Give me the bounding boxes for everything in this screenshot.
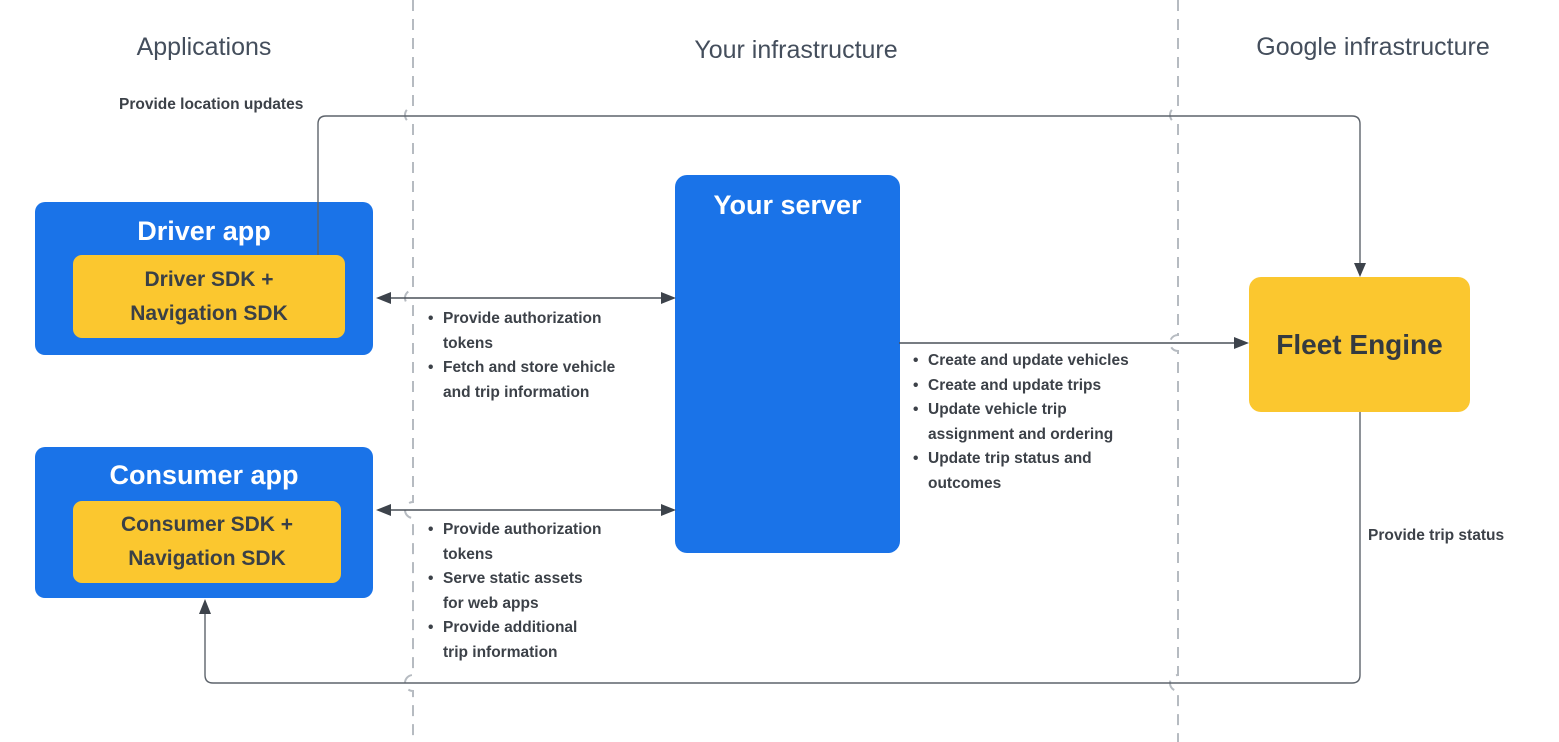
label-provide-trip-status: Provide trip status xyxy=(1368,527,1505,544)
bullet-item: Update trip status and outcomes xyxy=(913,447,1178,496)
bullet-item: Serve static assets for web apps xyxy=(428,567,648,616)
arrowhead-into-server-lower xyxy=(661,504,676,516)
label-provide-location-updates: Provide location updates xyxy=(119,96,304,113)
bullet-item: Provide authorization tokens xyxy=(428,307,648,356)
your-server-box: Your server xyxy=(675,175,900,553)
fleet-engine-box: Fleet Engine xyxy=(1249,277,1470,412)
consumer-sdk-box: Consumer SDK + Navigation SDK xyxy=(73,501,341,583)
bullet-dot-icon xyxy=(913,374,928,399)
divider-applications-your-infrastructure xyxy=(404,0,414,742)
bullet-item: Provide authorization tokens xyxy=(428,518,648,567)
bullet-list-server-fleet: Create and update vehicles Create and up… xyxy=(913,349,1178,496)
your-server-title: Your server xyxy=(713,190,862,220)
column-header-google-infrastructure: Google infrastructure xyxy=(1256,33,1490,61)
arrowhead-into-consumer-bottom xyxy=(199,599,211,614)
bullet-dot-icon xyxy=(428,307,443,356)
bullet-dot-icon xyxy=(428,567,443,616)
bullet-dot-icon xyxy=(913,447,928,496)
arrowhead-into-consumer-app xyxy=(376,504,391,516)
consumer-sdk-label: Consumer SDK + Navigation SDK xyxy=(120,513,294,570)
bullet-dot-icon xyxy=(428,356,443,405)
bullet-item: Fetch and store vehicle and trip informa… xyxy=(428,356,648,405)
arrowhead-into-fleet-engine-top xyxy=(1354,263,1366,277)
bullet-dot-icon xyxy=(428,616,443,665)
bullet-item: Create and update trips xyxy=(913,374,1178,399)
bullet-item: Provide additional trip information xyxy=(428,616,648,665)
bullet-dot-icon xyxy=(428,518,443,567)
column-header-your-infrastructure: Your infrastructure xyxy=(694,36,898,64)
bullet-dot-icon xyxy=(913,349,928,374)
driver-sdk-label: Driver SDK + Navigation SDK xyxy=(130,267,288,325)
bullet-dot-icon xyxy=(913,398,928,447)
driver-app-title: Driver app xyxy=(137,216,271,246)
arrowhead-into-driver-app xyxy=(376,292,391,304)
column-header-applications: Applications xyxy=(136,33,272,61)
bullet-list-consumer-server: Provide authorization tokens Serve stati… xyxy=(428,518,648,665)
bullet-list-driver-server: Provide authorization tokens Fetch and s… xyxy=(428,307,648,405)
bullet-item: Update vehicle trip assignment and order… xyxy=(913,398,1178,447)
arrowhead-into-server-upper xyxy=(661,292,676,304)
bullet-item: Create and update vehicles xyxy=(913,349,1178,374)
fleet-engine-label: Fleet Engine xyxy=(1276,328,1443,360)
consumer-app-title: Consumer app xyxy=(109,460,299,490)
arrowhead-into-fleet-engine-left xyxy=(1234,337,1249,349)
driver-sdk-box: Driver SDK + Navigation SDK xyxy=(73,255,345,338)
